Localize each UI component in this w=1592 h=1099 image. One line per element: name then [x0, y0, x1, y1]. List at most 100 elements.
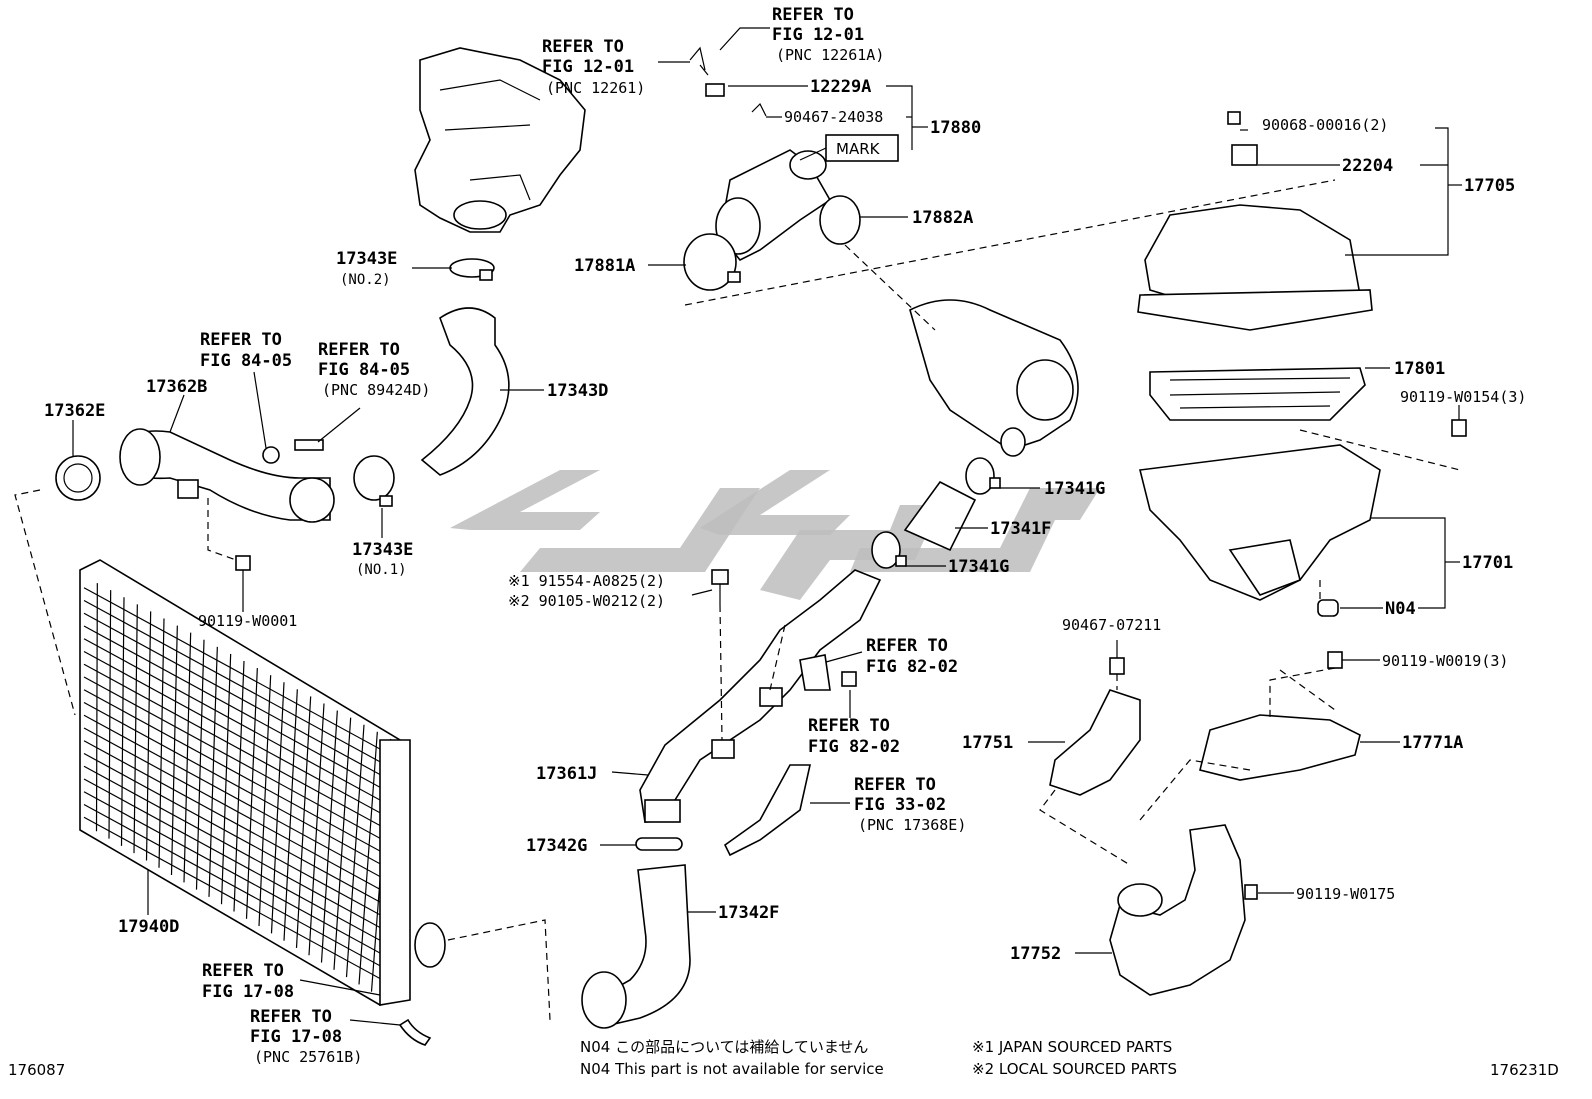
intercooler-fin-v: [220, 653, 232, 905]
throttle-body-drawing: [414, 47, 586, 233]
dashed-connectors: [14, 179, 1461, 1021]
intercooler-17940d: [79, 559, 446, 1006]
intercooler-fin-v: [133, 604, 138, 854]
label-12229a: 12229A: [810, 77, 871, 97]
duct-17751: [1049, 689, 1141, 796]
sensor-22204: [1231, 144, 1258, 166]
ref-17-08-a-line1: REFER TO: [202, 961, 284, 981]
ref-82-02-a-line1: REFER TO: [866, 636, 948, 656]
clamp-17343e-no1: [353, 455, 395, 507]
turbocharger-drawing: [909, 299, 1079, 457]
intercooler-fin-h: [83, 638, 397, 810]
label-17343d: 17343D: [547, 381, 608, 401]
label-90119-w0154: 90119-W0154(3): [1400, 388, 1526, 406]
hose-17342f: [593, 864, 691, 1026]
air-cleaner-cap-17705: [1137, 111, 1373, 331]
label-17752: 17752: [1010, 944, 1061, 964]
label-17342f: 17342F: [718, 903, 779, 923]
intercooler-fin-v: [208, 646, 218, 897]
label-17361j: 17361J: [536, 764, 597, 784]
ref-82-02-a-line2: FIG 82-02: [866, 657, 958, 677]
clamp-17341g-upper: [965, 457, 1001, 495]
label-17342g: 17342G: [526, 836, 587, 856]
pipe-17361j-bracket: [711, 739, 735, 759]
label-90467-24038: 90467-24038: [784, 108, 883, 126]
part-labels: REFER TO FIG 12-01 (PNC 12261A) REFER TO…: [44, 5, 1526, 1066]
intercooler-fin-v: [183, 632, 192, 883]
intercooler-fin-v: [233, 660, 245, 912]
label-90105-w0212: ※2 90105-W0212(2): [508, 592, 665, 610]
label-17940d: 17940D: [118, 917, 179, 937]
intercooler-fin-h: [83, 740, 397, 912]
bolt-90119-w0001: [235, 555, 251, 580]
hose-17343d: [420, 307, 510, 476]
label-17341g-upper: 17341G: [1044, 479, 1105, 499]
label-90467-07211: 90467-07211: [1062, 616, 1161, 634]
footer: 176087 176231D N04 この部品については補給していません N04…: [8, 1038, 1559, 1079]
duct-17752: [1109, 824, 1246, 996]
ref-17-08-b-line2: FIG 17-08: [250, 1027, 342, 1047]
label-22204: 22204: [1342, 156, 1393, 176]
intercooler-fin-h: [83, 803, 397, 976]
bracket-17771a: [1199, 714, 1361, 781]
bracket-fig82: [799, 654, 857, 691]
footer-source-local: ※2 LOCAL SOURCED PARTS: [972, 1060, 1177, 1078]
intercooler-fin-h: [83, 752, 397, 925]
ref-33-02-line2: FIG 33-02: [854, 795, 946, 815]
grommet-n04: [1317, 599, 1339, 617]
label-90119-w0019: 90119-W0019(3): [1382, 652, 1508, 670]
ref-17-08-b-line3: (PNC 25761B): [254, 1048, 362, 1066]
bolt-90119-w0019: [1327, 651, 1343, 669]
intercooler-fin-v: [95, 583, 98, 832]
small-hose-17-08: [398, 1018, 432, 1046]
ref-12-01-a-line2: FIG 12-01: [772, 25, 864, 45]
label-17341g-lower: 17341G: [948, 557, 1009, 577]
ref-12-01-a-line3: (PNC 12261A): [776, 46, 884, 64]
label-17881a: 17881A: [574, 256, 635, 276]
intercooler-fin-v: [108, 590, 112, 839]
intercooler-fin-h: [83, 587, 397, 759]
label-17801: 17801: [1394, 359, 1445, 379]
intercooler-fin-v: [195, 639, 205, 890]
bolt-90467-07211: [1109, 657, 1125, 675]
label-n04: N04: [1385, 599, 1416, 619]
intercooler-fin-v: [358, 731, 378, 985]
ref-17-08-b-line1: REFER TO: [250, 1007, 332, 1027]
label-17705: 17705: [1464, 176, 1515, 196]
bolt-90068: [1227, 111, 1241, 125]
clamp-17362e: [55, 455, 101, 501]
air-filter-17801: [1149, 367, 1366, 421]
intercooler-fin-v: [145, 611, 152, 861]
ref-84-05-a-line1: REFER TO: [200, 330, 282, 350]
label-17882a: 17882A: [912, 208, 973, 228]
intercooler-fin-h: [83, 625, 397, 797]
label-17341f: 17341F: [990, 519, 1051, 539]
pipe-17361j-bracket-2: [759, 687, 783, 707]
intercooler-fin-h: [83, 765, 397, 937]
intercooler-fin-h: [83, 727, 397, 899]
intercooler-fin-h: [83, 778, 397, 950]
hose-17341f: [903, 480, 977, 552]
label-90119-w0001: 90119-W0001: [198, 612, 297, 630]
bolt-90119-w0154: [1451, 419, 1467, 437]
sensor-12229a: [689, 46, 767, 117]
intercooler-fin-v: [120, 597, 125, 846]
label-17701: 17701: [1462, 553, 1513, 573]
ref-33-02-line3: (PNC 17368E): [858, 816, 966, 834]
label-90119-w0175: 90119-W0175: [1296, 885, 1395, 903]
footer-note-jp: N04 この部品については補給していません: [580, 1038, 868, 1056]
intercooler-fin-h: [83, 689, 397, 861]
intercooler-fin-h: [83, 714, 397, 886]
watermark-logo: [450, 470, 1100, 600]
intercooler-fin-h: [83, 663, 397, 835]
ref-84-05-b-line1: REFER TO: [318, 340, 400, 360]
hose-17342f-end: [581, 971, 627, 1029]
clamp-17881a: [683, 233, 741, 291]
duct-17752-end: [1117, 883, 1163, 917]
bolt-91554: [711, 569, 729, 605]
intercooler-fin-h: [83, 612, 397, 784]
footer-source-japan: ※1 JAPAN SOURCED PARTS: [972, 1038, 1172, 1056]
intake-hose-17880: [715, 149, 832, 262]
clamp-17882a: [819, 195, 861, 245]
leader-lines: [72, 27, 1462, 1026]
